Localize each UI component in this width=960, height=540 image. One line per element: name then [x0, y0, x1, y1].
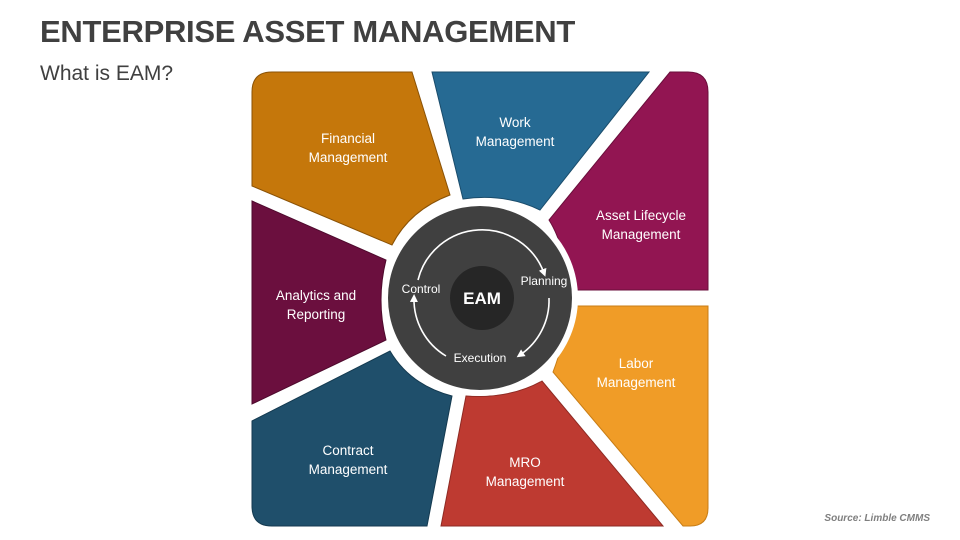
hub-core	[450, 266, 514, 330]
segment-contract-management: Contract Management	[251, 350, 453, 527]
svg-text:Management: Management	[309, 462, 388, 477]
svg-text:Work: Work	[499, 115, 531, 130]
eam-hub: EAM Planning Execution Control	[382, 200, 578, 396]
cycle-arrow-planning-to-execution	[516, 297, 550, 358]
segment-shape	[548, 71, 709, 291]
svg-text:Asset Lifecycle: Asset Lifecycle	[596, 208, 686, 223]
svg-text:Management: Management	[476, 134, 555, 149]
svg-text:Analytics and: Analytics and	[276, 288, 356, 303]
source-note: Source: Limble CMMS	[824, 513, 930, 524]
segment-shape	[431, 71, 651, 211]
svg-text:Reporting: Reporting	[287, 307, 346, 322]
segment-shape	[251, 350, 453, 527]
segment-shape	[440, 380, 665, 527]
svg-text:Management: Management	[486, 474, 565, 489]
cycle-arrow-execution-to-control	[409, 294, 447, 357]
segment-asset-lifecycle-management: Asset Lifecycle Management	[548, 71, 709, 291]
svg-text:Labor: Labor	[619, 356, 654, 371]
segment-analytics-and-reporting: Analytics and Reporting	[251, 200, 387, 405]
hub-label: EAM	[463, 289, 501, 308]
svg-text:Financial: Financial	[321, 131, 375, 146]
cycle-label-planning: Planning	[521, 274, 568, 288]
segment-mro-management: MRO Management	[440, 380, 665, 527]
segment-labor-management: Labor Management	[552, 305, 709, 527]
svg-text:MRO: MRO	[509, 455, 541, 470]
svg-text:Management: Management	[602, 227, 681, 242]
page-subtitle: What is EAM?	[40, 62, 174, 85]
cycle-label-control: Control	[402, 282, 441, 296]
svg-text:Contract: Contract	[322, 443, 373, 458]
cycle-arrow-control-to-planning	[417, 229, 547, 281]
cycle-label-execution: Execution	[454, 351, 507, 365]
svg-text:Management: Management	[597, 375, 676, 390]
page-title: ENTERPRISE ASSET MANAGEMENT	[40, 14, 576, 49]
segment-financial-management: Financial Management	[251, 71, 451, 246]
segment-shape	[251, 200, 387, 405]
segment-shape	[251, 71, 451, 246]
segment-work-management: Work Management	[431, 71, 651, 211]
svg-text:Management: Management	[309, 150, 388, 165]
